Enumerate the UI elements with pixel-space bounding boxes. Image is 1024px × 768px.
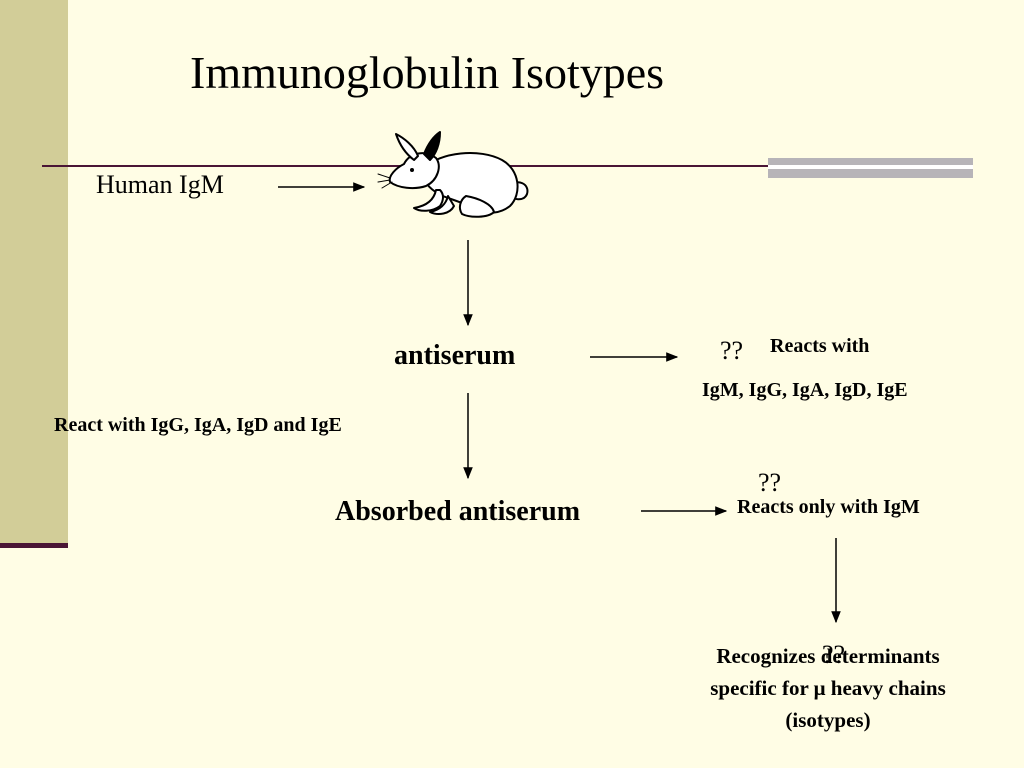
- antiserum-reacts-heading: Reacts with: [770, 335, 870, 357]
- left-accent-bar: [0, 0, 68, 548]
- left-accent-bar-rule: [0, 543, 68, 548]
- rabbit-icon: [377, 131, 529, 218]
- slide-title: Immunoglobulin Isotypes: [190, 47, 665, 98]
- result-line-1: Recognizes determinants: [716, 644, 940, 668]
- absorbed-reacts-text: Reacts only with IgM: [737, 496, 920, 518]
- antiserum-question-mark: ??: [720, 336, 744, 365]
- result-line-2: specific for μ heavy chains: [710, 676, 946, 700]
- antigen-label: Human IgM: [96, 170, 224, 199]
- result-text-block: Recognizes determinants specific for μ h…: [668, 640, 988, 736]
- decorative-grey-band-gap: [768, 165, 973, 169]
- absorbed-antiserum-label: Absorbed antiserum: [335, 496, 581, 527]
- antiserum-reacts-list: IgM, IgG, IgA, IgD, IgE: [702, 379, 908, 401]
- absorption-note: React with IgG, IgA, IgD and IgE: [54, 414, 342, 436]
- absorbed-question-mark: ??: [758, 468, 782, 497]
- antiserum-label: antiserum: [394, 340, 516, 371]
- result-question-mark: ??: [822, 640, 846, 669]
- result-line-3: (isotypes): [785, 708, 871, 732]
